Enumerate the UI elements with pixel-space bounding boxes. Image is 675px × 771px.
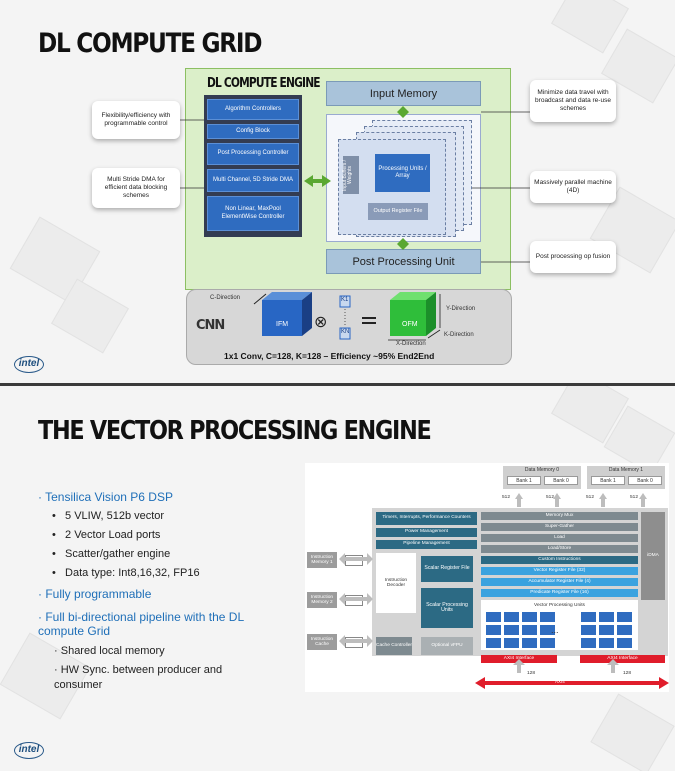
config-block: Config Block: [207, 124, 299, 139]
bullet-programmable: · Fully programmable: [38, 587, 152, 601]
bullet-text: Tensilica Vision P6 DSP: [45, 490, 173, 504]
ifm-label: IFM: [276, 321, 289, 328]
sub-bullet: · Shared local memory: [54, 645, 165, 657]
cnn-shapes: [253, 292, 441, 341]
callout-minimize-data-travel: Minimize data travel with broadcast and …: [530, 80, 616, 122]
bank-0: Bank 0: [544, 476, 578, 485]
intel-logo: intel: [14, 356, 44, 373]
scalar-register-file: Scalar Register File: [421, 556, 473, 582]
instruction-memory-1: Instruction Memory 1: [307, 552, 337, 568]
sub-bullet: · HW Sync. between producer and consumer: [54, 664, 223, 691]
bank-1: Bank 1: [507, 476, 541, 485]
vpe-arrows: [339, 493, 669, 689]
instruction-cache: Instruction Cache: [307, 634, 337, 650]
decor-hex: [590, 693, 675, 771]
sub-bullet: • 5 VLIW, 512b vector: [52, 510, 165, 522]
bus-width: 128: [527, 671, 536, 676]
nonlinear-controller: Non Linear, MaxPool ElementWise Controll…: [207, 196, 299, 231]
bullet-text: Full bi-directional pipeline with the DL…: [38, 610, 244, 638]
convolution-operator: ⊗: [314, 314, 328, 331]
scalar-processing-units: Scalar Processing Units: [421, 588, 473, 628]
vector-register-file-row: Vector Register File (32): [481, 567, 638, 575]
memory-mux-row: Memory Mux: [481, 512, 638, 520]
sub-bullet-text: Scatter/gather engine: [65, 548, 171, 560]
ofm-label: OFM: [402, 321, 418, 328]
k-direction-label: K-Direction: [444, 332, 474, 338]
connector-lines: [180, 106, 530, 263]
bullet-pipeline: · Full bi-directional pipeline with the …: [38, 610, 244, 638]
super-gather-row: Super-Gather: [481, 523, 638, 531]
k1-label: K1: [341, 297, 349, 303]
cnn-label: CNN: [196, 318, 225, 333]
vpu-title: Vector Processing Units: [534, 603, 585, 608]
engine-title: DL COMPUTE ENGINE: [207, 76, 321, 91]
callout-post-processing-fusion: Post processing op fusion: [530, 241, 616, 273]
instruction-decoder: Instruction Decoder: [376, 553, 416, 613]
cnn-caption: 1x1 Conv, C=128, K=128 – Efficiency ~95%…: [224, 351, 435, 361]
custom-instructions-row: Custom Instructions: [481, 556, 638, 564]
sub-bullet-text: Shared local memory: [60, 645, 165, 657]
sub-bullet-text: 5 VLIW, 512b vector: [65, 510, 165, 522]
load-row: Load: [481, 534, 638, 542]
sub-bullet-text: 2 Vector Load ports: [65, 529, 161, 541]
page-title: THE VECTOR PROCESSING ENGINE: [38, 416, 432, 446]
intel-logo: intel: [14, 742, 44, 759]
sub-bullet: • 2 Vector Load ports: [52, 529, 161, 541]
timers-row: Timers, Interrupts, Performance Counters: [376, 512, 477, 525]
sub-bullet: • Data type: Int8,16,32, FP16: [52, 567, 200, 579]
algorithm-controllers: Algorithm Controllers: [207, 99, 299, 120]
vpu-cell-grid: [486, 612, 632, 648]
sub-bullet-text: Data type: Int8,16,32, FP16: [65, 567, 200, 579]
bus-width: 512: [546, 495, 555, 500]
input-memory: Input Memory: [326, 81, 481, 106]
multi-channel-dma: Multi Channel, 5D Stride DMA: [207, 169, 299, 192]
bus-width: 128: [623, 671, 632, 676]
callout-massively-parallel: Massively parallel machine (4D): [530, 171, 616, 203]
vpu-ellipsis: ...: [551, 625, 559, 635]
optional-vfpu: Optional vFPU: [421, 637, 473, 655]
callout-multi-stride-dma: Multi Stride DMA for efficient data bloc…: [92, 168, 180, 208]
bus-width: 512: [630, 495, 639, 500]
accumulator-register-file-row: Accumulator Register File (4): [481, 578, 638, 586]
axi4-interface-right: AXI4 Interface: [580, 655, 665, 663]
kn-label: KN: [341, 329, 350, 335]
bus-width: 512: [586, 495, 595, 500]
pipeline-management-row: Pipeline Management: [376, 540, 477, 549]
data-memory-1-label: Data Memory 1: [608, 467, 644, 473]
sub-bullet-text: HW Sync. between producer and consumer: [54, 664, 223, 691]
bullet-text: Fully programmable: [45, 587, 152, 601]
controller-column: Algorithm Controllers Config Block Post …: [204, 95, 302, 237]
bullet-tensilica: · Tensilica Vision P6 DSP: [38, 490, 173, 504]
idma-block: iDMA: [641, 512, 665, 600]
data-memory-0-label: Data Memory 0: [524, 467, 560, 473]
bus-width: 512: [502, 495, 511, 500]
output-register-file: Output Register File: [368, 203, 428, 220]
axi4-bus-label: AXI4: [555, 679, 565, 684]
slide-dl-compute-grid: DL COMPUTE GRID Flexibility/efficiency w…: [0, 0, 675, 383]
predicate-register-file-row: Predicate Register File (16): [481, 589, 638, 597]
post-processing-unit: Post Processing Unit: [326, 249, 481, 274]
bank-1: Bank 1: [591, 476, 625, 485]
sub-bullet: • Scatter/gather engine: [52, 548, 171, 560]
load-store-row: Load/Store: [481, 545, 638, 553]
cache-controller: Cache Controller: [376, 637, 412, 655]
x-direction-label: X-Direction: [396, 341, 426, 347]
power-management-row: Power Management: [376, 528, 477, 537]
y-direction-label: Y-Direction: [446, 306, 476, 312]
instruction-memory-2: Instruction Memory 2: [307, 592, 337, 608]
callout-programmable-control: Flexibility/efficiency with programmable…: [92, 101, 180, 139]
processing-units: Processing Units / Array: [375, 154, 430, 192]
page-title: DL COMPUTE GRID: [38, 28, 262, 59]
post-processing-controller: Post Processing Controller: [207, 143, 299, 165]
bank-0: Bank 0: [628, 476, 662, 485]
c-direction-label: C-Direction: [210, 295, 241, 301]
